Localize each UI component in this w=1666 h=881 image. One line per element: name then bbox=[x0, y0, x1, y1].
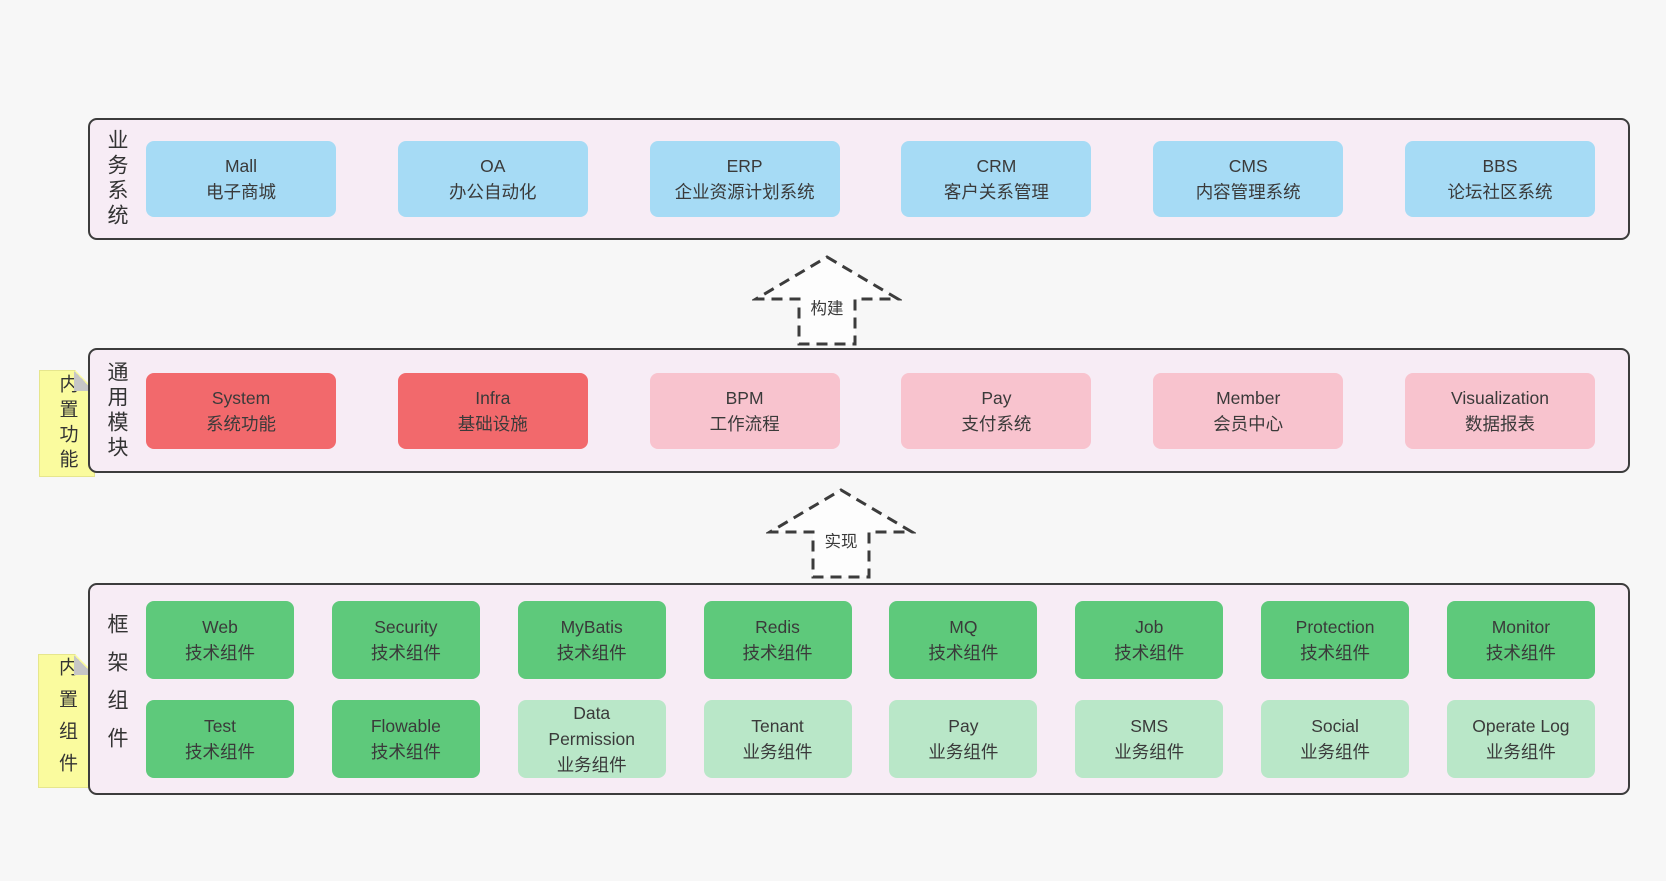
sticky-built-in-components: 内置组件 bbox=[38, 654, 95, 788]
common-modules-boxes: System 系统功能 Infra 基础设施 BPM 工作流程 Pay 支付系统… bbox=[146, 350, 1595, 471]
box-visualization: Visualization 数据报表 bbox=[1404, 372, 1595, 449]
sticky-built-in-features: 内置功能 bbox=[39, 370, 95, 477]
box-system: System 系统功能 bbox=[146, 372, 336, 449]
band-label-business-systems: 业务系统 bbox=[105, 129, 128, 229]
box-job: Job 技术组件 bbox=[1075, 600, 1224, 679]
implement-arrow: 实现 bbox=[766, 487, 916, 580]
box-pay: Pay 支付系统 bbox=[901, 372, 1092, 449]
framework-row-2: Test 技术组件 Flowable 技术组件 Data Permission … bbox=[146, 699, 1595, 778]
build-arrow: 构建 bbox=[752, 254, 902, 347]
box-data-permission: Data Permission 业务组件 bbox=[517, 699, 666, 778]
band-framework-components: 框架组件 Web 技术组件 Security 技术组件 MyBatis 技术组件… bbox=[88, 583, 1630, 795]
box-bpm: BPM 工作流程 bbox=[649, 372, 840, 449]
framework-components-rows: Web 技术组件 Security 技术组件 MyBatis 技术组件 Redi… bbox=[146, 585, 1595, 793]
business-systems-boxes: Mall 电子商城 OA 办公自动化 ERP 企业资源计划系统 CRM 客户关系… bbox=[146, 120, 1595, 238]
box-infra: Infra 基础设施 bbox=[397, 372, 588, 449]
box-protection: Protection 技术组件 bbox=[1261, 600, 1410, 679]
box-bbs: BBS 论坛社区系统 bbox=[1404, 141, 1595, 217]
band-label-common-modules: 通用模块 bbox=[105, 360, 128, 461]
box-flowable: Flowable 技术组件 bbox=[331, 699, 480, 778]
band-common-modules: 通用模块 System 系统功能 Infra 基础设施 BPM 工作流程 Pay… bbox=[88, 348, 1630, 473]
box-cms: CMS 内容管理系统 bbox=[1153, 141, 1344, 217]
box-mq: MQ 技术组件 bbox=[889, 600, 1038, 679]
band-business-systems: 业务系统 Mall 电子商城 OA 办公自动化 ERP 企业资源计划系统 CRM… bbox=[88, 118, 1630, 240]
box-test: Test 技术组件 bbox=[146, 699, 294, 778]
framework-row-1: Web 技术组件 Security 技术组件 MyBatis 技术组件 Redi… bbox=[146, 600, 1595, 679]
box-tenant: Tenant 业务组件 bbox=[703, 699, 852, 778]
box-security: Security 技术组件 bbox=[331, 600, 480, 679]
box-member: Member 会员中心 bbox=[1153, 372, 1344, 449]
box-social: Social 业务组件 bbox=[1261, 699, 1410, 778]
box-oa: OA 办公自动化 bbox=[397, 141, 588, 217]
box-crm: CRM 客户关系管理 bbox=[901, 141, 1092, 217]
box-monitor: Monitor 技术组件 bbox=[1446, 600, 1595, 679]
box-pay-component: Pay 业务组件 bbox=[889, 699, 1038, 778]
box-web: Web 技术组件 bbox=[146, 600, 294, 679]
box-mall: Mall 电子商城 bbox=[146, 141, 336, 217]
box-operate-log: Operate Log 业务组件 bbox=[1446, 699, 1595, 778]
implement-arrow-label: 实现 bbox=[819, 527, 863, 553]
box-mybatis: MyBatis 技术组件 bbox=[517, 600, 666, 679]
box-sms: SMS 业务组件 bbox=[1075, 699, 1224, 778]
box-redis: Redis 技术组件 bbox=[703, 600, 852, 679]
band-label-framework-components: 框架组件 bbox=[105, 613, 128, 765]
build-arrow-label: 构建 bbox=[805, 294, 849, 320]
box-erp: ERP 企业资源计划系统 bbox=[649, 141, 840, 217]
